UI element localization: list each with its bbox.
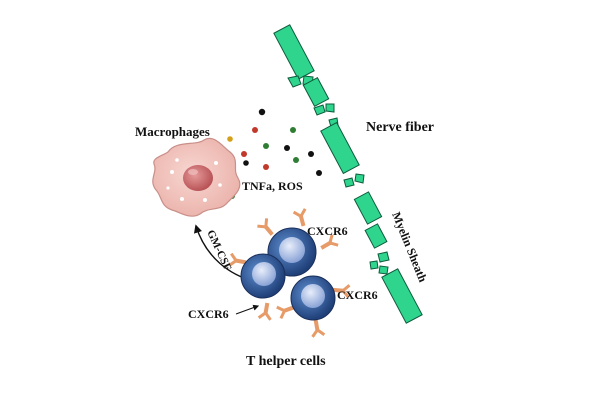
nerve-fiber xyxy=(273,24,423,324)
cytokine-dot xyxy=(263,143,269,149)
cytokine-dot xyxy=(293,157,299,163)
t-helper-cells-label: T helper cells xyxy=(246,354,326,369)
cytokine-dot xyxy=(284,145,290,151)
receptor-icon xyxy=(257,218,274,236)
receptor-icon xyxy=(276,305,295,320)
myelin-segment-icon xyxy=(273,24,315,80)
cxcr6-pointer-arrow xyxy=(235,304,260,315)
receptor-icon xyxy=(320,234,339,250)
receptor-icon xyxy=(228,252,247,267)
cytokine-dot xyxy=(316,170,322,176)
cytokine-dot xyxy=(290,127,296,133)
myelin-fragment-icon xyxy=(313,103,339,128)
cytokine-dot xyxy=(243,160,249,166)
receptor-icon xyxy=(332,284,351,299)
t-helper-cell-icon xyxy=(290,275,336,321)
myelin-segment-icon xyxy=(302,76,330,108)
macrophage-cell-icon xyxy=(152,137,241,217)
myelin-segment-icon xyxy=(381,268,423,324)
myelin-fragment-icon xyxy=(343,173,365,188)
receptor-icon xyxy=(257,302,272,321)
myelin-fragment-icon xyxy=(369,251,390,275)
macrophage-nucleus-icon xyxy=(183,165,213,191)
receptor-icon xyxy=(292,208,307,227)
cytokine-dot xyxy=(263,164,269,170)
t-helper-cell-icon xyxy=(240,253,286,299)
cytokine-dot xyxy=(227,136,233,142)
cxcr6-label-right: CXCR6 xyxy=(337,288,378,302)
cytokine-dot xyxy=(252,127,258,133)
receptor-icon xyxy=(311,319,326,338)
nerve-fiber-label: Nerve fiber xyxy=(366,120,434,135)
cxcr6-label-left: CXCR6 xyxy=(188,307,229,321)
cytokine-dot xyxy=(241,151,247,157)
macrophages-label: Macrophages xyxy=(135,124,210,139)
myelin-segment-icon xyxy=(320,121,360,175)
cytokine-dot xyxy=(258,108,266,116)
cytokine-particles xyxy=(227,108,322,199)
cytokine-dot xyxy=(308,151,314,157)
t-helper-cells xyxy=(228,208,351,338)
cytokines-label: TNFa, ROS xyxy=(242,179,303,193)
myelin-segment-icon xyxy=(353,191,383,225)
myelin-segment-icon xyxy=(364,223,388,249)
cxcr6-label-top: CXCR6 xyxy=(307,224,348,238)
